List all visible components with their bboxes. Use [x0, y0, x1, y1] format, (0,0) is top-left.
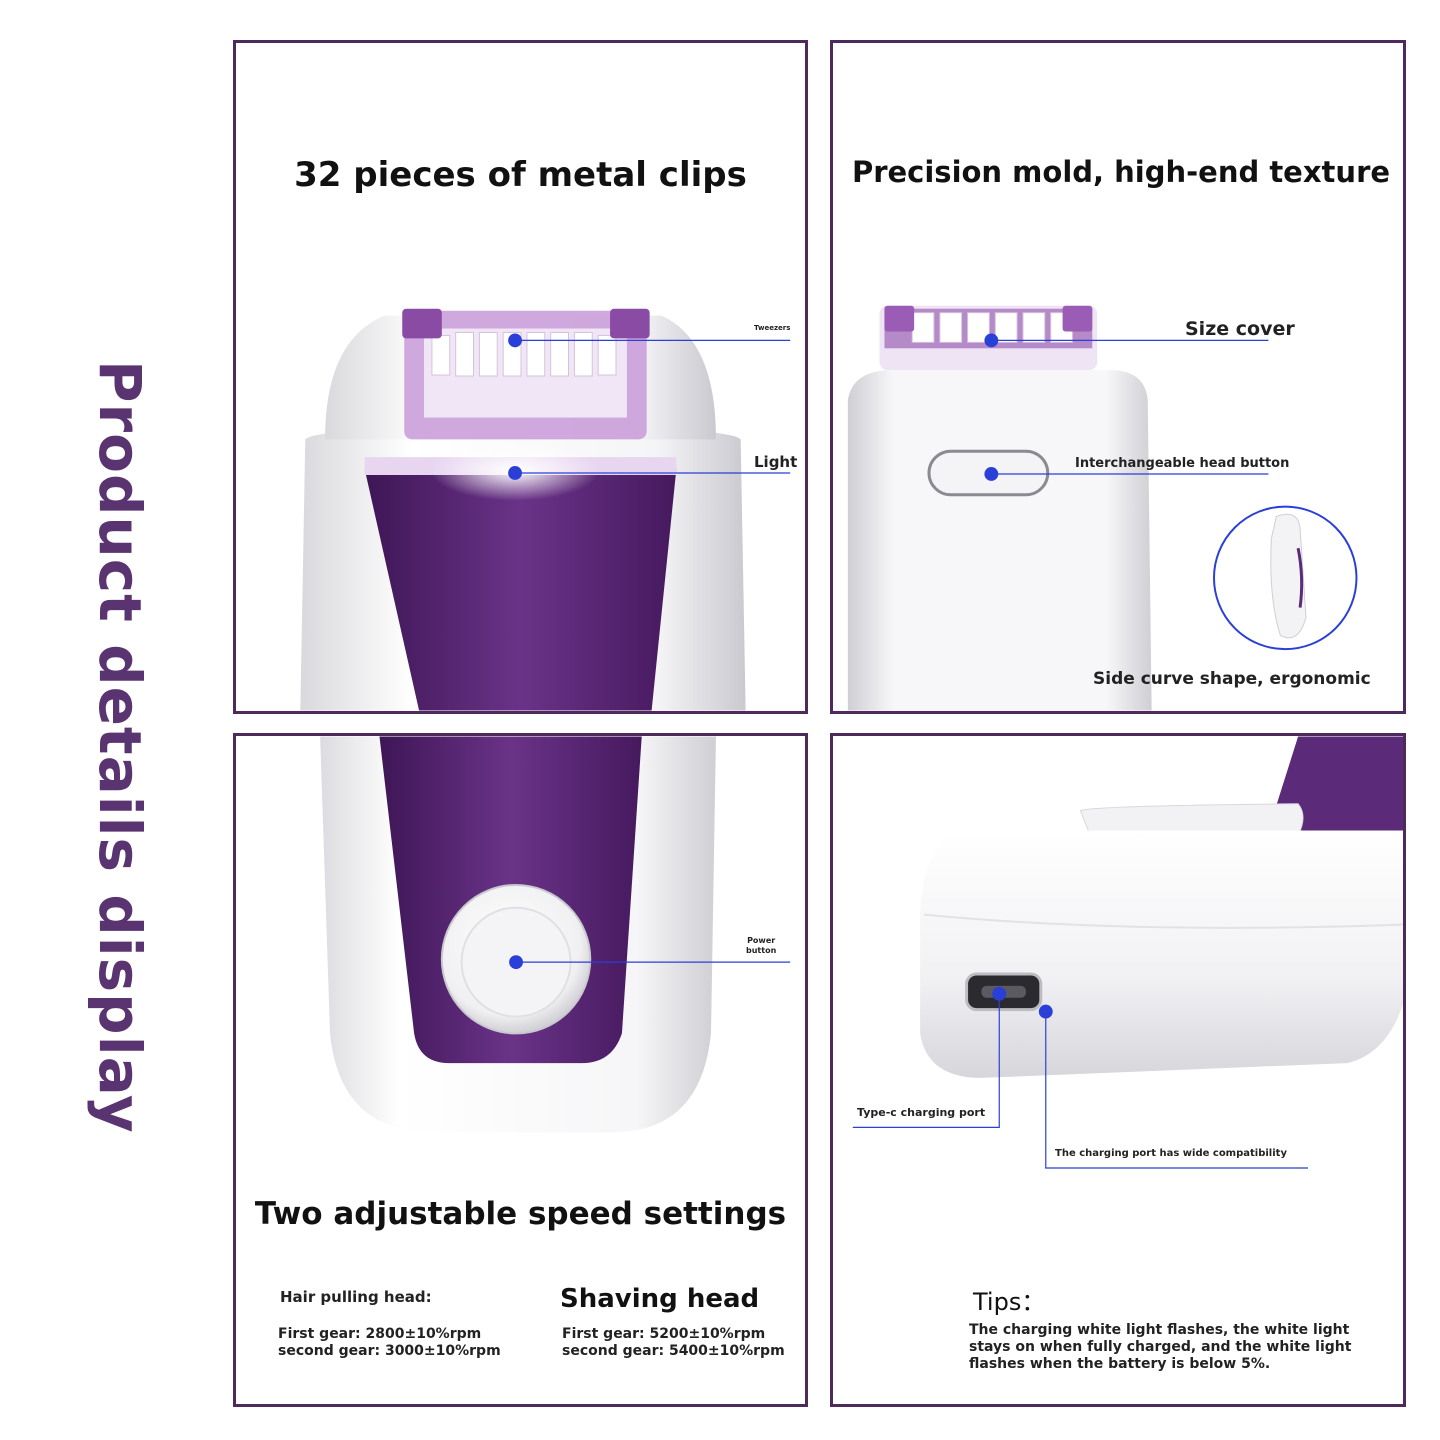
hair-head-title: Hair pulling head: [280, 1288, 432, 1306]
panel2-heading: Precision mold, high-end texture [851, 155, 1391, 189]
panel-metal-clips: 32 pieces of metal clips Tweezers Light [233, 40, 808, 714]
panel1-heading: 32 pieces of metal clips [294, 155, 747, 195]
label-side-curve: Side curve shape, ergonomic [1093, 669, 1371, 689]
tips-line-3: flashes when the battery is below 5%. [969, 1356, 1271, 1372]
epilator-base-illustration [852, 736, 1403, 1169]
tips-title: Tips： [973, 1288, 1046, 1316]
epilator-back-illustration [847, 305, 1358, 711]
hair-first-gear: First gear: 2800±10%rpm [278, 1326, 482, 1342]
panel-speed-settings: Power button Two adjustable speed settin… [233, 733, 808, 1407]
panel3-heading: Two adjustable speed settings [254, 1196, 787, 1232]
tips-line-2: stays on when fully charged, and the whi… [969, 1339, 1352, 1355]
label-interchangeable-head-button: Interchangeable head button [1075, 456, 1290, 471]
epilator-top-illustration [300, 308, 791, 711]
shave-second-gear: second gear: 5400±10%rpm [562, 1343, 785, 1359]
side-title-block: Product details display [50, 360, 190, 1134]
panel-charging: Type-c charging port The charging port h… [830, 733, 1406, 1407]
label-typec-port: Type-c charging port [857, 1106, 986, 1119]
label-tweezers: Tweezers [754, 324, 791, 332]
label-size-cover: Size cover [1185, 318, 1295, 340]
shave-first-gear: First gear: 5200±10%rpm [562, 1326, 766, 1342]
label-light: Light [754, 453, 798, 471]
side-title: Product details display [86, 360, 154, 1134]
hair-second-gear: second gear: 3000±10%rpm [278, 1343, 501, 1359]
tips-line-1: The charging white light flashes, the wh… [969, 1322, 1350, 1338]
epilator-bottom-illustration [320, 736, 791, 1133]
panel-precision-mold: Precision mold, high-end texture Size co… [830, 40, 1406, 714]
label-wide-compatibility: The charging port has wide compatibility [1055, 1148, 1287, 1159]
label-power-button: Power button [746, 936, 777, 955]
shave-head-title: Shaving head [560, 1284, 760, 1314]
